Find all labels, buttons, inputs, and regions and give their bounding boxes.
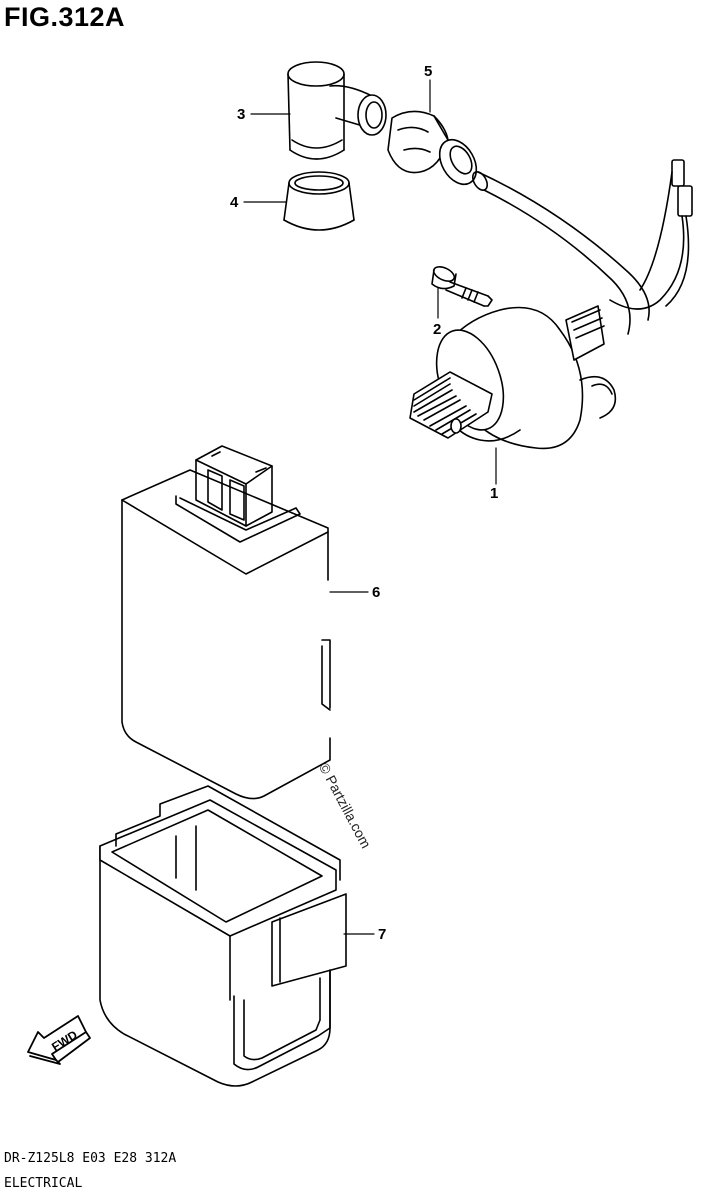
footer-model-code: DR-Z125L8 E03 E28 312A: [4, 1151, 177, 1166]
ignition-coil-part-1[interactable]: [409, 305, 617, 450]
callout-part-5: 5: [424, 63, 433, 80]
footer-section-name: ELECTRICAL: [4, 1176, 83, 1191]
callout-part-3: 3: [237, 106, 246, 123]
callout-part-1: 1: [490, 485, 499, 502]
spark-plug-cap-part-3[interactable]: [287, 61, 387, 160]
cdi-case-part-7[interactable]: [99, 785, 347, 1087]
callout-part-6: 6: [372, 584, 381, 601]
callout-part-2: 2: [433, 321, 442, 338]
rubber-seal-part-5[interactable]: [387, 110, 484, 190]
high-tension-lead: [471, 171, 650, 335]
cdi-unit-part-6[interactable]: [121, 445, 331, 800]
callout-part-7: 7: [378, 926, 387, 943]
forward-direction-arrow-icon: FWD: [27, 1015, 91, 1065]
coil-wiring-connector: [609, 159, 693, 310]
leader-lines: [243, 79, 497, 935]
callout-part-4: 4: [230, 194, 239, 211]
figure-title: FIG.312A: [4, 2, 126, 32]
cap-cover-part-4[interactable]: [283, 171, 355, 231]
bolt-part-2[interactable]: [431, 264, 493, 307]
